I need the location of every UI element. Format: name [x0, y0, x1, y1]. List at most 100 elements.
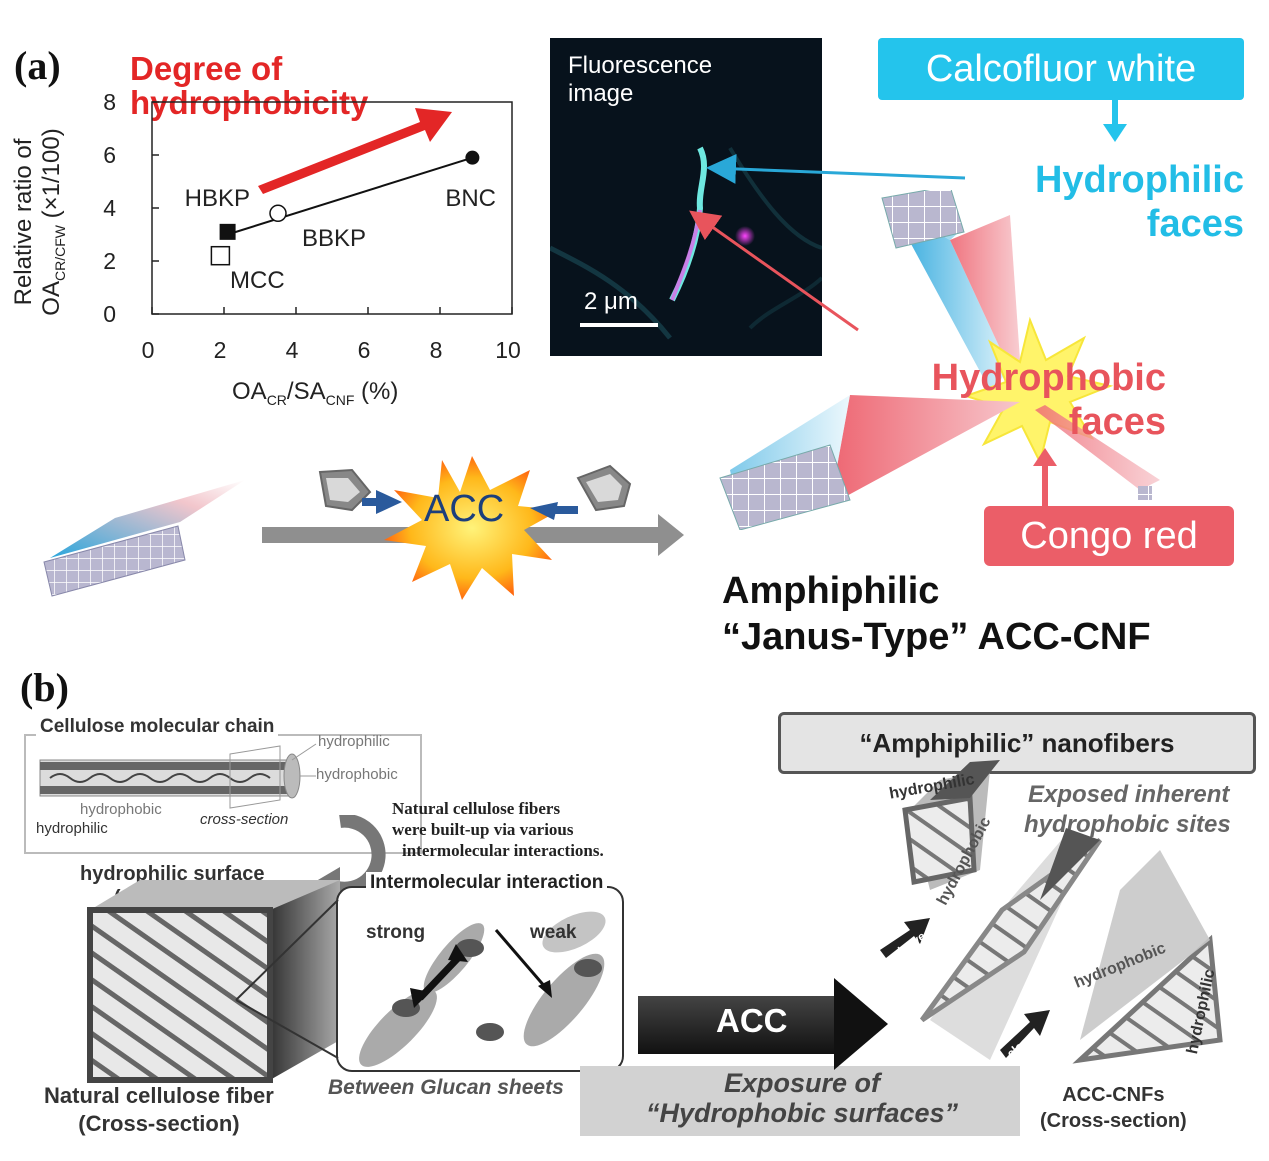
congo-red-up-arrow: [1033, 448, 1057, 508]
acc-process: [43, 456, 684, 600]
shard-top: [902, 795, 977, 885]
left-fiber-grid: [719, 444, 851, 530]
shard-right: [1072, 934, 1223, 1064]
weak-arrow: [494, 929, 548, 989]
upper-fiber-grid: [881, 190, 965, 249]
y-tick-label: 4: [103, 195, 116, 221]
natural-fiber-line2: (Cross-section): [78, 1111, 240, 1136]
acc-arrow-b: [638, 978, 888, 1070]
hydrophobicity-title-line1: Degree of: [130, 50, 283, 87]
cellulose-chain-title: Cellulose molecular chain: [36, 716, 279, 738]
cleave-arrow-upper: [880, 918, 930, 958]
y-tick-label: 6: [103, 142, 116, 168]
acc-label-a: ACC: [424, 488, 505, 530]
process-arrow-head: [658, 514, 684, 556]
exposed-sites-line2: hydrophobic sites: [1024, 811, 1231, 838]
hydrophobicity-arrow: [258, 108, 452, 194]
strong-arrow: [417, 953, 463, 1001]
fluorescence-label-line1: Fluorescence: [568, 52, 713, 79]
glucan-sheets: [359, 911, 606, 1067]
hydrophilic-faces-line1: Hydrophilic: [1034, 159, 1244, 201]
hydrophilic-faces-line2: faces: [1146, 203, 1244, 245]
x-tick-label: 2: [214, 337, 227, 363]
upper-fiber-blue-face: [890, 205, 1010, 390]
calcofluor-white-box: Calcofluor white: [878, 38, 1244, 100]
acc-label-b: ACC: [716, 1002, 788, 1039]
trend-line: [227, 156, 473, 236]
hydrophilic-surface-line1: hydrophilic surface: [80, 863, 265, 885]
fluorescence-label: Fluorescence image: [568, 52, 712, 108]
amphiphilic-line1: Amphiphilic: [722, 570, 940, 612]
upper-fiber-pink-face: [950, 215, 1020, 370]
acc-cnfs-line2: (Cross-section): [1040, 1110, 1187, 1132]
janus-schematic: [719, 190, 1160, 530]
x-tick-label: 10: [495, 337, 521, 363]
mcc-point: [210, 245, 231, 266]
mcc-label: MCC: [230, 267, 285, 294]
scale-bar-label: 2 μm: [584, 288, 638, 315]
y-tick-label: 2: [103, 248, 116, 274]
chain-hydrophobic-bottom: hydrophobic: [80, 801, 162, 818]
hydrophilic-pointer-arrow: [706, 153, 966, 184]
acc-cnfs-label: ACC-CNFs (Cross-section): [1040, 1082, 1187, 1134]
cnf-rod-face: [50, 480, 245, 558]
exposed-sites-label: Exposed inherent hydrophobic sites: [1024, 780, 1231, 840]
congo-red-box: Congo red: [984, 506, 1234, 566]
exposure-line2: “Hydrophobic surfaces”: [645, 1098, 959, 1128]
bnc-label: BNC: [445, 185, 496, 212]
hbkp-point: [219, 223, 236, 240]
panel-a-label: (a): [14, 43, 61, 88]
exposure-label: Exposure of “Hydrophobic surfaces”: [612, 1068, 992, 1128]
cnf-rod-grid: [43, 525, 186, 597]
pointer-arrows: [689, 153, 966, 332]
bbkp-point: [269, 204, 287, 223]
amphiphilic-janus-label: Amphiphilic “Janus-Type” ACC-CNF: [722, 568, 1151, 660]
panel-b-label: (b): [20, 665, 69, 710]
y-tick-label: 8: [103, 89, 116, 115]
chain-hydrophilic-top: hydrophilic: [318, 733, 390, 750]
exposed-sites-line1: Exposed inherent: [1028, 781, 1230, 808]
natural-fiber-cube: [87, 880, 340, 1083]
fluorescence-image: Fluorescence image 2 μm: [550, 38, 822, 356]
x-tick-label: 0: [142, 337, 155, 363]
callout-lines: [235, 899, 339, 1059]
natural-fiber-label: Natural cellulose fiber (Cross-section): [44, 1082, 274, 1138]
hydrophilic-faces-label: Hydrophilic faces: [960, 158, 1244, 246]
acc-cnf-shards: [880, 760, 1223, 1064]
exposure-box: [580, 1066, 1020, 1136]
chain-cross-section: cross-section: [200, 811, 289, 828]
natural-fiber-line1: Natural cellulose fiber: [44, 1083, 274, 1108]
hbkp-label: HBKP: [185, 185, 250, 212]
x-tick-label: 4: [286, 337, 299, 363]
hydrophobic-faces-line1: Hydrophobic: [931, 357, 1166, 399]
bbkp-label: BBKP: [302, 225, 366, 252]
acc-starburst: [384, 456, 560, 600]
chain-hydrophobic-right: hydrophobic: [316, 766, 398, 783]
chain-illustration: [39, 743, 317, 809]
hydrophobic-pointer-arrow: [689, 210, 859, 332]
cleave-arrow-lower: [1000, 1010, 1050, 1058]
hydrophobic-faces-label: Hydrophobic faces: [870, 356, 1166, 444]
amphiphilic-line2: “Janus-Type” ACC-CNF: [722, 616, 1151, 658]
x-tick-label: 6: [358, 337, 371, 363]
x-axis-label: OACR/SACNF (%): [232, 378, 399, 408]
x-tick-label: 8: [430, 337, 443, 363]
fluorescence-label-line2: image: [568, 80, 634, 107]
between-glucan-label: Between Glucan sheets: [328, 1076, 564, 1099]
bnc-point: [465, 150, 480, 165]
acc-cnfs-line1: ACC-CNFs: [1062, 1084, 1165, 1106]
right-fiber-pink-face: [1035, 405, 1160, 490]
y-tick-label: 0: [103, 301, 116, 327]
natural-fibers-note-line2: were built-up via various: [392, 820, 574, 839]
strong-label: strong: [366, 922, 426, 943]
hydrophobic-faces-line2: faces: [1068, 401, 1166, 443]
chain-hydrophilic-bottom: hydrophilic: [36, 820, 108, 837]
left-fiber-pink-face: [830, 395, 1020, 505]
exposure-line1: Exposure of: [723, 1068, 881, 1098]
amph-nanofibers-box: “Amphiphilic” nanofibers: [778, 712, 1256, 774]
calcofluor-down-arrow: [1103, 100, 1127, 142]
natural-fibers-note-line1: Natural cellulose fibers: [392, 799, 561, 818]
natural-fibers-note-line3: intermolecular interactions.: [402, 841, 604, 860]
intermolecular-title: Intermolecular interaction: [366, 872, 608, 894]
